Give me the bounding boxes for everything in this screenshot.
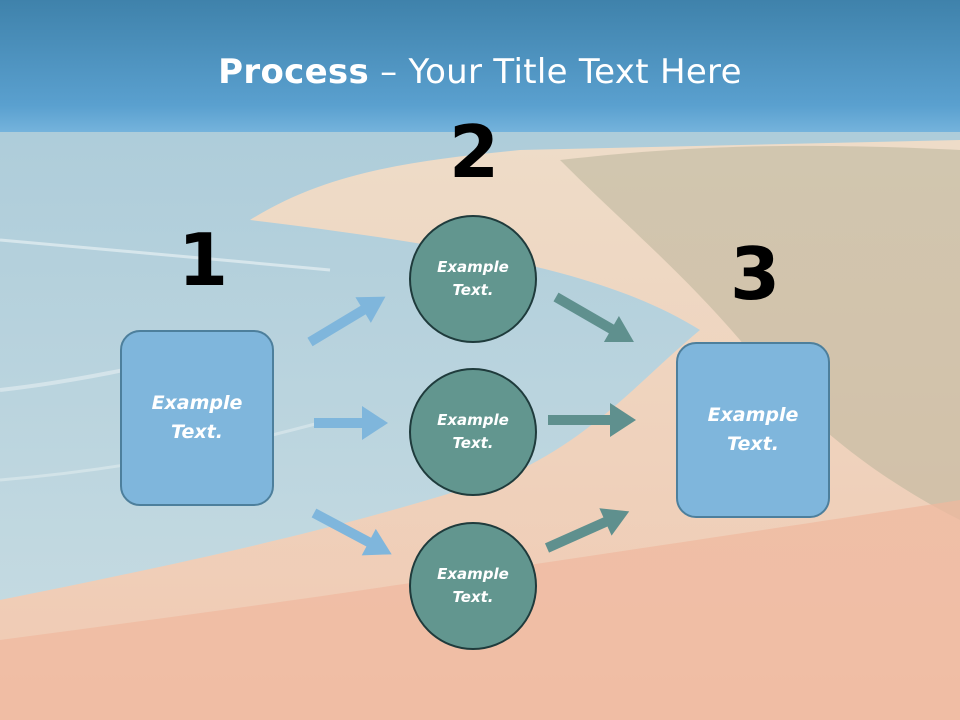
- arrow-from-circle-2: [548, 403, 636, 437]
- step-3-box-line1: Example: [707, 404, 799, 426]
- circle-bottom-line1: Example: [437, 565, 509, 583]
- step-1-box-line2: Text.: [171, 421, 223, 443]
- step-3-box-line2: Text.: [727, 433, 779, 455]
- circle-bottom-line2: Text.: [452, 588, 494, 606]
- title-separator: –: [369, 52, 409, 92]
- slide-title: Process – Your Title Text Here: [0, 52, 960, 92]
- step-number-2: 2: [449, 110, 500, 194]
- step-1-box-line1: Example: [151, 392, 243, 414]
- title-bar: [0, 0, 960, 132]
- circle-middle-line2: Text.: [452, 434, 494, 452]
- step-number-3: 3: [730, 232, 781, 316]
- arrow-from-circle-1: [553, 292, 634, 342]
- circle-top-line1: Example: [437, 258, 509, 276]
- arrow-from-circle-3: [544, 508, 630, 553]
- title-bold: Process: [218, 52, 370, 92]
- circle-middle-line1: Example: [437, 411, 509, 429]
- arrow-to-circle-3: [311, 508, 392, 556]
- step-number-1: 1: [178, 218, 229, 302]
- arrow-to-circle-1: [307, 296, 386, 347]
- arrow-to-circle-2: [314, 406, 388, 440]
- circle-top-line2: Text.: [452, 281, 494, 299]
- title-rest: Your Title Text Here: [408, 52, 742, 92]
